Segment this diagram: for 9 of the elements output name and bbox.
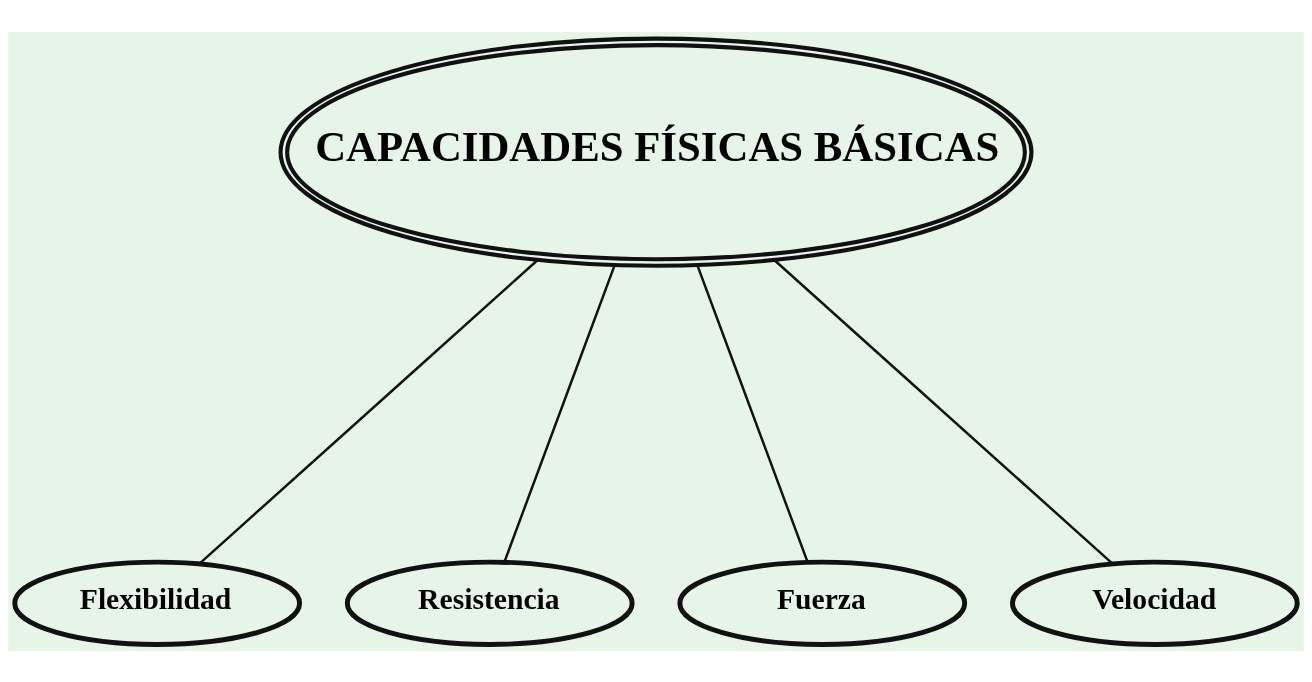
node-ellipse: Velocidad xyxy=(1009,559,1300,647)
connector xyxy=(696,264,809,562)
node-ellipse: Flexibilidad xyxy=(12,559,303,647)
node-ellipse: Resistencia xyxy=(344,559,635,647)
connector xyxy=(503,264,616,562)
node-ellipse: CAPACIDADES FÍSICAS BÁSICAS xyxy=(278,36,1034,268)
connector xyxy=(198,259,538,565)
connector xyxy=(774,259,1114,565)
node-ellipse: Fuerza xyxy=(677,559,968,647)
